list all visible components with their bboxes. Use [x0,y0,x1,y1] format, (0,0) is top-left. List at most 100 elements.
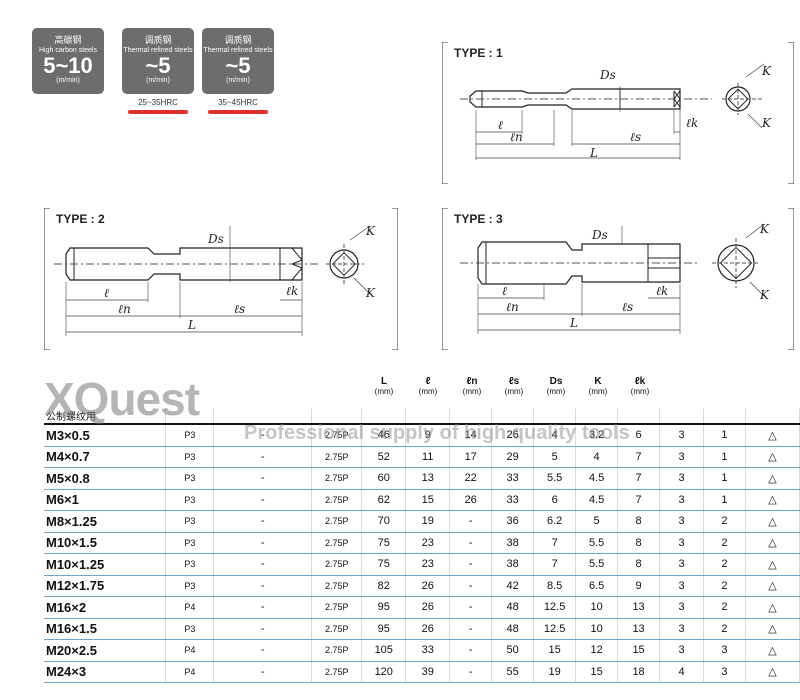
table-cell: 7 [617,467,661,490]
dim-total-length-label: L [570,316,578,330]
table-cell: 6 [617,424,661,447]
thread-size-cell: M8×1.25 [44,510,167,533]
col-header-unit: (mm) [462,387,482,396]
table-cell: P3 [165,618,215,640]
table-cell: 95 [361,596,407,619]
table-cell: P3 [165,575,215,597]
table-cell: - [449,639,493,662]
table-cell: 12.5 [533,596,577,619]
table-cell: 12.5 [533,618,577,640]
table-cell: - [213,553,313,576]
dim-k-label: K [366,224,375,238]
table-cell: 26 [449,489,493,511]
table-cell: 5 [575,510,619,533]
badge-speed-unit: (m/min) [226,77,250,84]
col-header-lk: ℓk(mm) [618,376,662,396]
table-cell: 3 [659,618,704,640]
col-header-ls: ℓs(mm) [492,376,536,396]
type-2-drawing: TYPE : 2 Ds K K ℓ ℓn ℓs ℓk L [44,208,398,350]
table-cell: 7 [533,532,577,554]
table-cell: - [449,510,493,533]
thread-size-cell: M16×2 [44,596,167,619]
table-cell: 3 [659,553,704,576]
table-cell: 3 [659,510,704,533]
table-cell: 55 [491,661,535,683]
table-cell: 10 [575,618,619,640]
table-cell: 3 [659,424,704,447]
table-cell: △ [745,510,800,533]
table-cell: - [213,575,313,597]
dim-l-label: ℓ [498,118,503,132]
table-cell: 62 [361,489,407,511]
table-cell: - [449,661,493,683]
col-header-name: ℓs [508,376,520,387]
dim-k-label: K [762,116,771,130]
table-cell: 82 [361,575,407,597]
table-cell: 26 [405,575,451,597]
badge-material-cn: 高碳钢 [54,35,82,45]
thread-size-cell: M10×1.25 [44,553,167,576]
table-cell: 33 [405,639,451,662]
table-cell: P3 [165,553,215,576]
badge-speed-value: ~5 [145,53,171,78]
table-cell: 8.5 [533,575,577,597]
table-cell: 38 [491,532,535,554]
badge-material-en: Thermal refined steels [203,47,273,54]
table-cell: 50 [491,639,535,662]
col-header-name: ℓn [466,376,478,387]
badge-material-cn: 调质钢 [144,35,172,45]
table-cell: 4 [659,661,704,683]
table-cell: 2.75P [311,661,363,683]
table-cell: 23 [405,553,451,576]
table-cell: 2 [703,532,746,554]
table-cell: 2.75P [311,575,363,597]
table-cell: 75 [361,532,407,554]
dim-ln-label: ℓn [506,300,519,314]
table-cell: 38 [491,553,535,576]
table-cell: 3 [703,661,746,683]
dim-ds-label: Ds [208,232,224,246]
table-cell: 2.75P [311,489,363,511]
type-2-frame [44,208,398,350]
table-cell: 17 [449,446,493,468]
type-1-title: TYPE : 1 [454,46,503,60]
table-cell: △ [745,467,800,490]
col-header-unit: (mm) [630,387,650,396]
table-cell: - [213,424,313,447]
table-cell: 5.5 [575,532,619,554]
table-cell: 3 [659,596,704,619]
thread-size-cell: M10×1.5 [44,532,167,554]
badge-speed-value: ~5 [225,53,251,78]
dim-l-label: ℓ [104,286,109,300]
table-cell: △ [745,553,800,576]
table-cell: 2.75P [311,596,363,619]
table-cell: 2.75P [311,618,363,640]
dim-ls-label: ℓs [622,300,634,314]
table-cell: 2.75P [311,446,363,468]
thread-size-cell: M6×1 [44,489,167,511]
section-label: 公制螺纹用 [44,408,167,425]
table-cell: 13 [405,467,451,490]
badge-speed-unit: (m/min) [56,77,80,84]
table-cell: 13 [617,618,661,640]
thread-size-cell: M12×1.75 [44,575,167,597]
table-cell: 19 [533,661,577,683]
col-header-L: L(mm) [362,376,406,396]
dim-ln-label: ℓn [118,302,131,316]
col-header-name: L [380,376,388,387]
table-cell: P3 [165,424,215,447]
table-cell: 33 [491,489,535,511]
table-cell: 70 [361,510,407,533]
table-cell: 48 [491,596,535,619]
table-cell: - [213,510,313,533]
col-header-k: K(mm) [576,376,620,396]
col-header-unit: (mm) [374,387,394,396]
table-cell: △ [745,424,800,447]
table-cell: P3 [165,532,215,554]
